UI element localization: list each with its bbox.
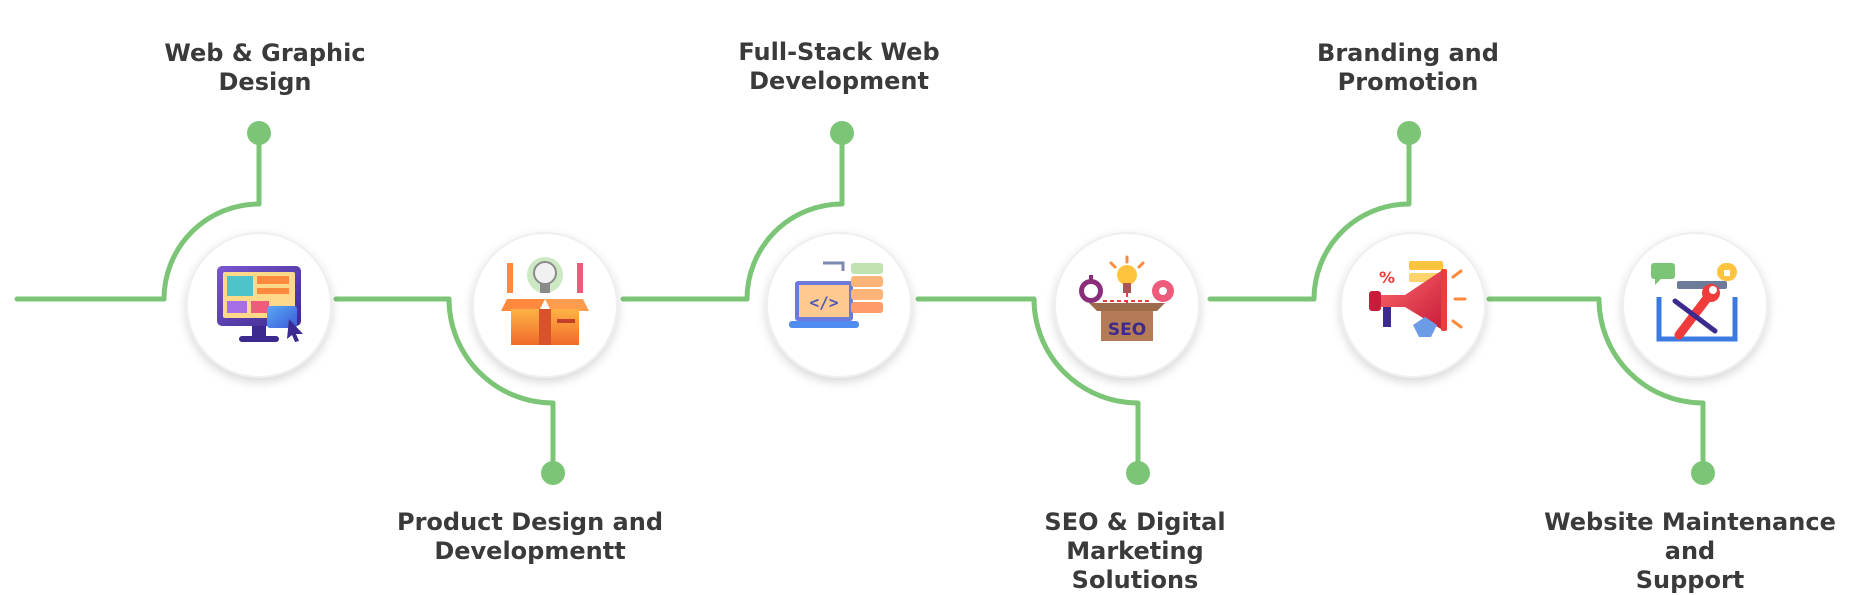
dot-top-1 <box>247 121 271 145</box>
title-line: Website Maintenance and <box>1544 508 1836 565</box>
title-line: Development <box>749 67 929 95</box>
arc-down-1 <box>446 296 556 406</box>
title-line: Design <box>218 68 312 96</box>
arc-down-3 <box>1596 296 1706 406</box>
seo-box-icon: SEO <box>1079 255 1174 341</box>
arc-down-2 <box>1031 296 1141 406</box>
service-title-full-stack: Full-Stack Web Development <box>689 38 989 96</box>
services-timeline: </> SEO <box>14 38 1836 594</box>
dot-top-2 <box>830 121 854 145</box>
title-line: Web & Graphic <box>164 39 366 67</box>
dot-top-3 <box>1397 121 1421 145</box>
service-title-web-graphic-design: Web & Graphic Design <box>115 39 415 97</box>
svg-text:%: % <box>1379 268 1395 287</box>
timeline-dots <box>247 121 1715 485</box>
icon-circles <box>186 232 1768 378</box>
circle-6 <box>1622 232 1768 378</box>
timeline-line <box>14 130 1706 476</box>
svg-text:SEO: SEO <box>1108 320 1146 340</box>
title-line: Developmentt <box>434 537 626 565</box>
dot-bottom-1 <box>541 461 565 485</box>
title-line: Product Design and <box>396 508 664 536</box>
service-title-product-design: Product Design and Developmentt <box>380 508 680 566</box>
monitor-design-icon <box>217 266 303 342</box>
title-line: Promotion <box>1337 68 1479 96</box>
arc-up-2 <box>744 201 845 302</box>
arc-up-3 <box>1311 201 1412 302</box>
megaphone-icon: % <box>1369 261 1467 337</box>
dot-bottom-3 <box>1691 461 1715 485</box>
svg-text:</>: </> <box>810 293 839 312</box>
service-title-branding: Branding and Promotion <box>1258 39 1558 97</box>
circle-2 <box>472 232 618 378</box>
title-line: Full-Stack Web <box>738 38 940 66</box>
box-lightbulb-icon <box>501 257 589 345</box>
laptop-code-server-icon: </> <box>789 261 883 328</box>
timeline-graphic: </> SEO <box>14 121 1768 485</box>
dot-bottom-2 <box>1126 461 1150 485</box>
title-line: SEO & Digital Marketing <box>1044 508 1226 565</box>
arc-up-1 <box>161 201 262 302</box>
service-title-seo-marketing: SEO & Digital Marketing Solutions <box>985 508 1285 595</box>
service-title-maintenance: Website Maintenance and Support <box>1540 508 1840 595</box>
title-line: Branding and <box>1317 39 1499 67</box>
screen-wrench-icon <box>1651 263 1738 342</box>
title-line: Support <box>1635 566 1745 594</box>
title-line: Solutions <box>1071 566 1199 594</box>
